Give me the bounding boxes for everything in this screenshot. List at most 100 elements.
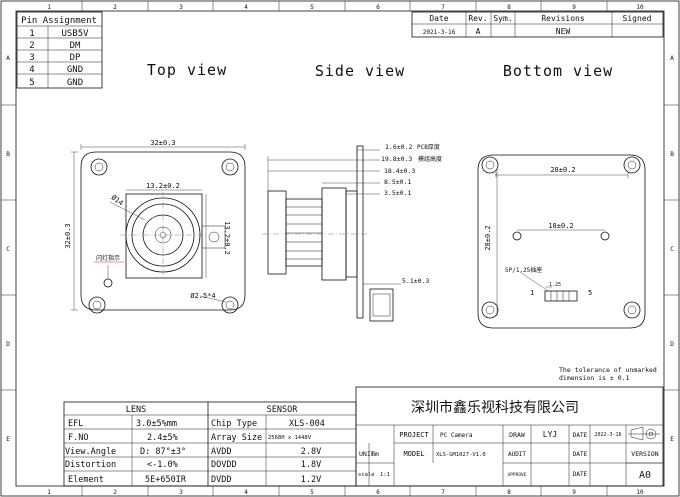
- column-label-9: 9: [572, 4, 576, 11]
- revision-date: 2021-3-16: [423, 29, 456, 36]
- company-name: 深圳市鑫乐视科技有限公司: [411, 399, 579, 416]
- column-label-6: 6: [376, 4, 380, 11]
- column-label-bottom-5: 5: [310, 489, 314, 496]
- lens-holder-outline: [125, 193, 203, 279]
- connector-pitch-label: 1.25: [549, 282, 561, 288]
- column-label-bottom-6: 6: [376, 489, 380, 496]
- revision-rev: A: [476, 27, 481, 36]
- led-indicator: [103, 278, 113, 288]
- pin-name-1: USB5V: [61, 29, 89, 39]
- module-height-note: 模组高度: [418, 155, 442, 163]
- pcb-profile: [356, 145, 364, 319]
- version-label: VERSION: [631, 450, 658, 458]
- sensor-label-avdd: AVDD: [211, 447, 231, 457]
- approve-label: APPROVE: [508, 472, 527, 478]
- pin-assignment-table: Pin Assignment 1 USB5V 2 DM 3 DP 4 GND 5…: [16, 11, 103, 89]
- pin-number-1: 1: [29, 29, 34, 39]
- draw-label: DRAW: [509, 431, 525, 439]
- connector-spec-label: 5P/1.25插座: [505, 266, 542, 274]
- lens-label-efl: EFL: [68, 419, 83, 429]
- date-label-1: DATE: [573, 432, 588, 439]
- scale-value: 1:1: [380, 472, 390, 478]
- mounting-hole-top-right: [221, 158, 239, 176]
- lens-label-fno: F.NO: [68, 433, 88, 443]
- row-label-right-c: C: [670, 246, 674, 253]
- mounting-hole-top-left: [90, 158, 108, 176]
- revision-header-sym: Sym.: [493, 14, 512, 23]
- top-width-dimension: 32±0.3: [150, 139, 175, 147]
- row-label-right-d: D: [670, 341, 674, 348]
- pin-name-5: GND: [67, 78, 83, 88]
- side-view-drawing: 1.6±0.2 PCB厚度 19.8±0.3 模组高度 18.4±0.3 8.5…: [262, 143, 442, 322]
- pcb-thickness-note: PCB厚度: [417, 143, 440, 151]
- date-label-3: DATE: [573, 471, 588, 478]
- column-label-bottom-9: 9: [572, 489, 576, 496]
- side-dimension-4: 8.5±0.1: [384, 178, 411, 186]
- column-label-bottom-4: 4: [244, 489, 248, 496]
- date-label-2: DATE: [573, 451, 588, 458]
- model-label: MODEL: [403, 450, 424, 458]
- sensor-value-array-size: 2568H x 1448V: [268, 435, 312, 441]
- connector-dimension: 5.1±0.3: [402, 277, 429, 285]
- column-label-bottom-7: 7: [441, 489, 445, 496]
- lens-value-view-angle: D: 87°±3°: [140, 447, 186, 457]
- hole-diameter-label: Ø2.5*4: [190, 292, 215, 300]
- row-label-b: B: [6, 151, 10, 158]
- model-value: XLS-GM1027-V1.0: [436, 452, 486, 458]
- version-value: A0: [639, 470, 651, 481]
- column-label-3: 3: [179, 4, 183, 11]
- side-view-title: Side view: [315, 62, 405, 80]
- sensor-label-chip-type: Chip Type: [211, 419, 257, 429]
- sensor-label-array-size: Array Size: [211, 433, 262, 443]
- lens-value-distortion: <-1.0%: [147, 460, 178, 470]
- projection-symbol-icon: [628, 426, 660, 441]
- column-label-bottom-2: 2: [113, 489, 117, 496]
- sensor-value-dovdd: 1.8V: [301, 460, 321, 470]
- lens-label-distortion: Distortion: [65, 460, 116, 470]
- sensor-table-title: SENSOR: [267, 405, 299, 415]
- pin-number-4: 4: [29, 65, 34, 75]
- lens-width-dimension: 13.2±0.2: [146, 182, 180, 190]
- column-label-5: 5: [310, 4, 314, 11]
- scale-label: scale: [358, 472, 375, 478]
- mounting-hole-bottom-left: [88, 296, 106, 314]
- revision-header-revisions: Revisions: [541, 14, 585, 23]
- column-label-bottom-8: 8: [507, 489, 511, 496]
- top-view-title: Top view: [147, 61, 227, 79]
- project-label: PROJECT: [399, 431, 429, 439]
- tolerance-note-line-2: dimension is ± 0.1: [559, 374, 630, 382]
- lens-value-element: 5E+650IR: [145, 475, 187, 485]
- column-label-7: 7: [441, 4, 445, 11]
- connector-profile: [369, 288, 394, 322]
- lens-diameter-label: Ø14: [110, 193, 125, 207]
- column-label-bottom-1: 1: [47, 489, 51, 496]
- sensor-value-avdd: 2.8V: [301, 447, 321, 457]
- column-label-bottom-3: 3: [179, 489, 183, 496]
- lens-value-efl: 3.0±5%mm: [136, 419, 177, 429]
- pin-name-3: DP: [70, 53, 81, 63]
- mounting-spacing-dimension: 18±0.2: [548, 222, 573, 230]
- mounting-hole-bottom-right: [221, 296, 239, 314]
- bottom-hole-top-left: [481, 156, 499, 174]
- bottom-hole-bottom-left: [481, 301, 499, 319]
- audit-label: AUDIT: [508, 451, 526, 458]
- top-view-drawing: 32±0.3 32±0.3 13.2±0.2 13.2±0.2 Ø14 Ø2.5…: [64, 139, 246, 314]
- date-value: 2022-3-16: [594, 432, 621, 438]
- pin-name-2: DM: [70, 41, 81, 51]
- revision-description: NEW: [556, 27, 571, 36]
- draw-value: LYJ: [543, 430, 557, 439]
- lens-label-view-angle: View.Angle: [65, 447, 116, 457]
- sensor-value-chip-type: XLS-004: [289, 419, 325, 429]
- bottom-view-drawing: 28±0.2 28±0.2 18±0.2 5P/1.25插座 1.25 1 5: [477, 154, 646, 329]
- revision-header-rev: Rev.: [468, 14, 487, 23]
- module-height-dimension: 19.8±0.3: [381, 155, 412, 163]
- lens-sensor-table: LENS SENSOR EFL 3.0±5%mm F.NO 2.4±5% Vie…: [63, 401, 357, 487]
- sensor-label-dvdd: DVDD: [211, 475, 231, 485]
- bottom-height-dimension: 28±0.2: [484, 225, 492, 250]
- sensor-label-dovdd: DOVDD: [211, 460, 237, 470]
- row-label-a: A: [6, 55, 10, 62]
- column-label-10: 10: [636, 4, 644, 11]
- bottom-hole-bottom-right: [623, 301, 641, 319]
- pin-table-title: Pin Assignment: [21, 16, 97, 26]
